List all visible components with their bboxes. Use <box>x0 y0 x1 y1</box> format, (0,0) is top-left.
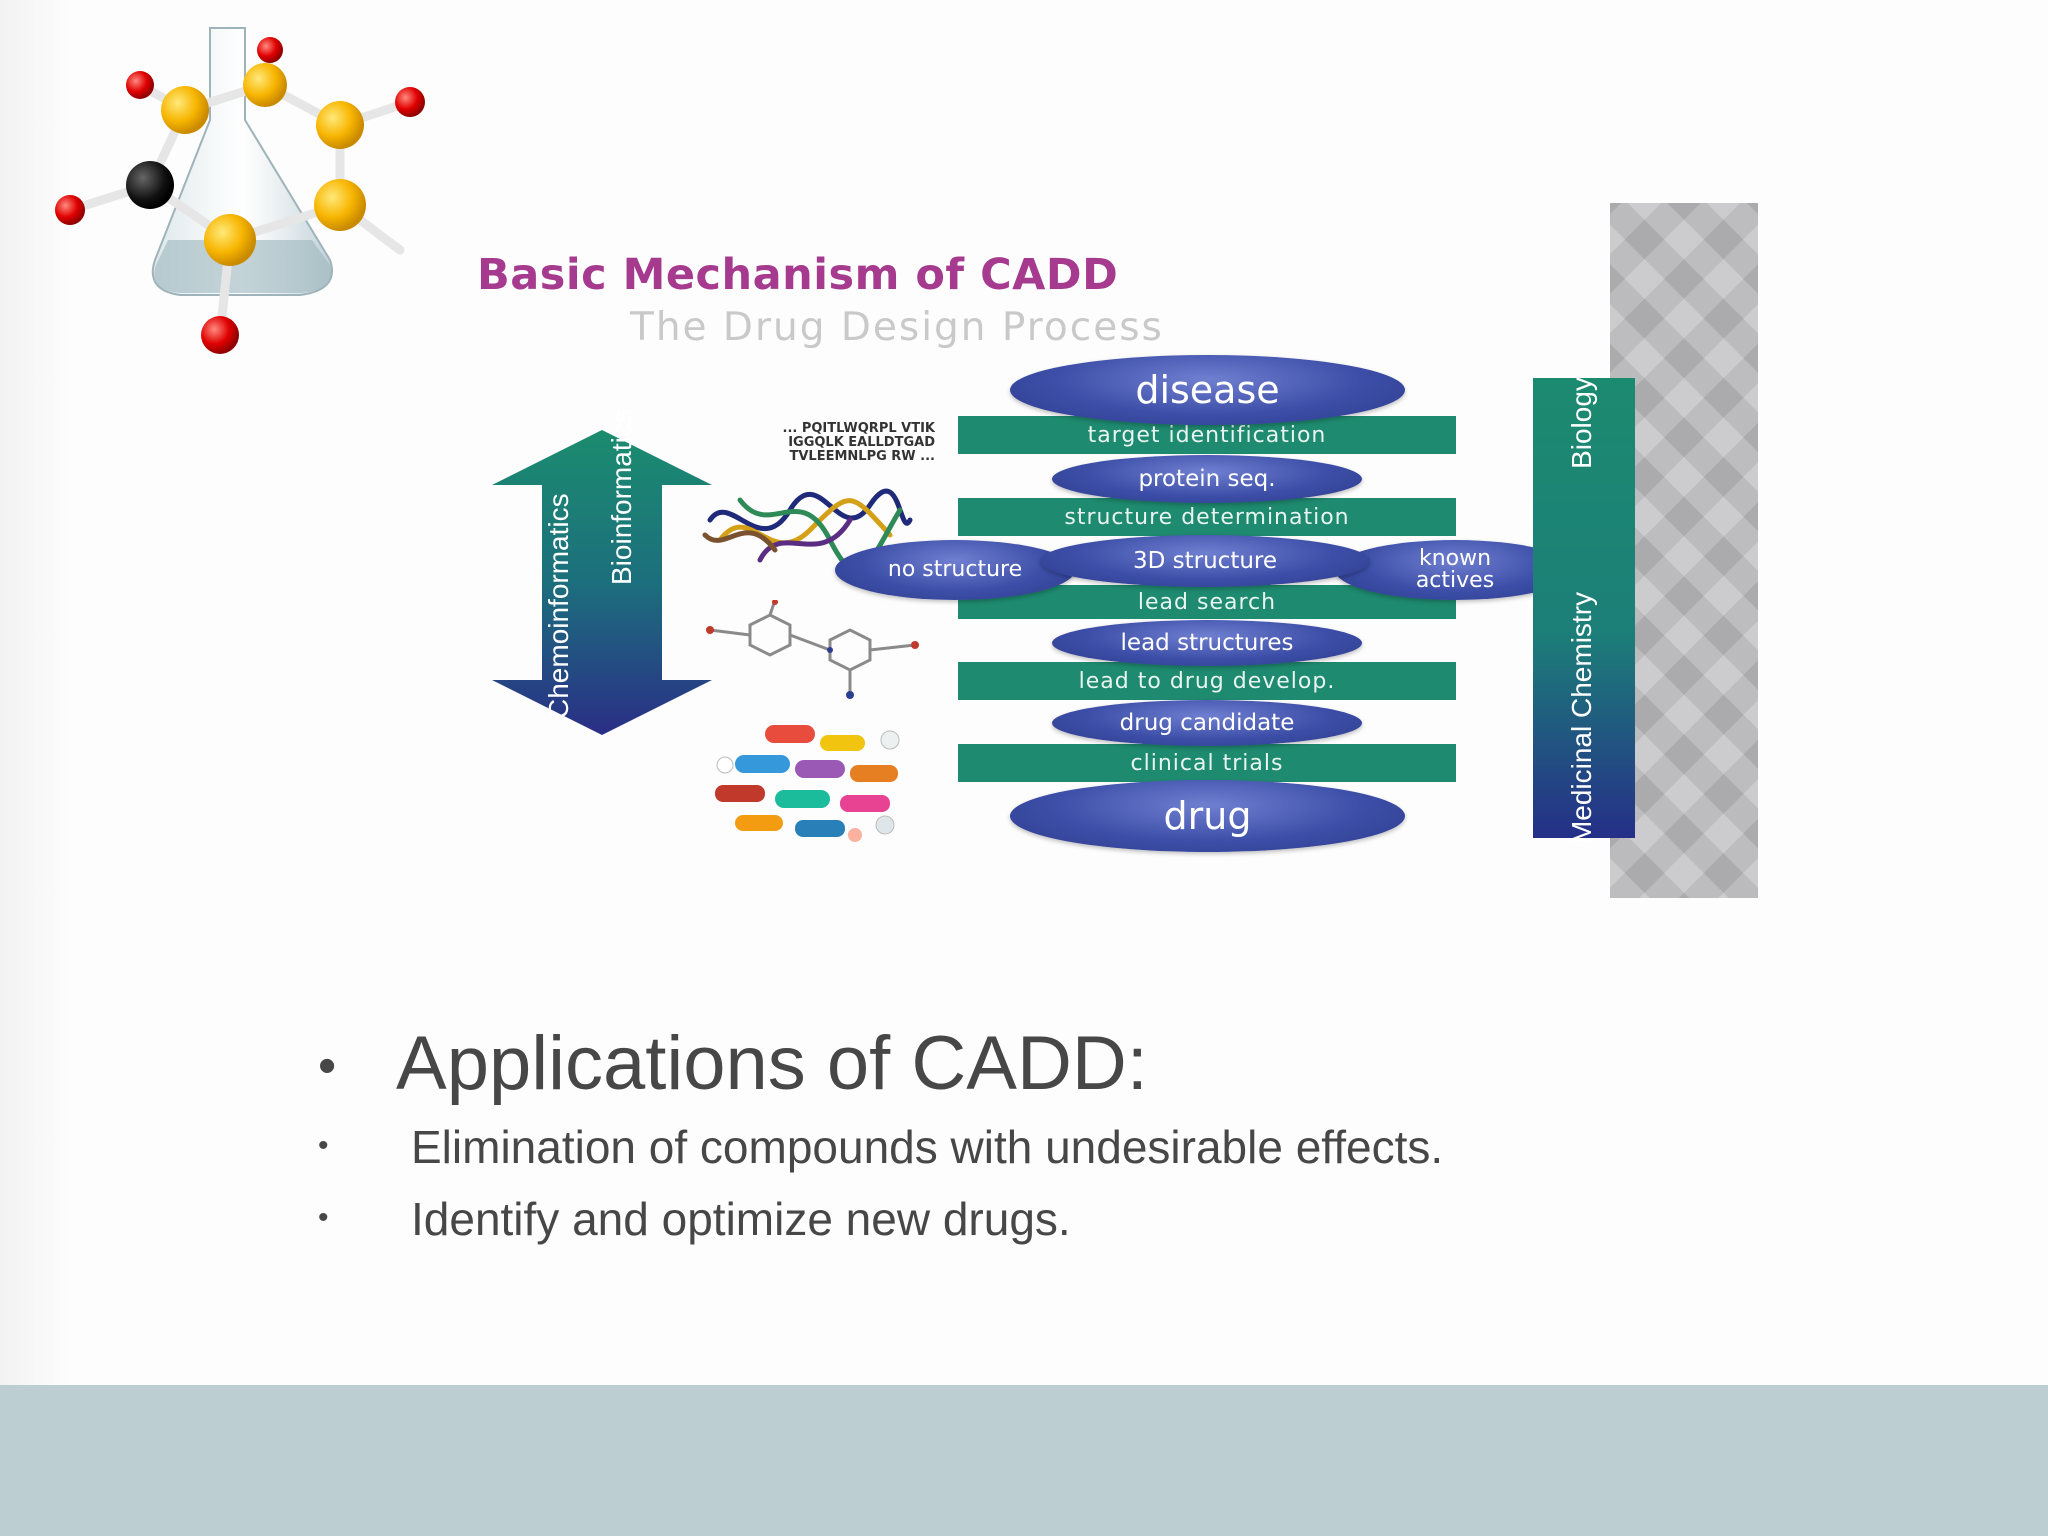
step-protein-seq: protein seq. <box>1052 455 1362 503</box>
pills-icon <box>715 725 900 842</box>
bioinformatics-label: Bioinformatics <box>606 409 637 585</box>
figure-subtitle: The Drug Design Process <box>630 305 1164 350</box>
protein-sequence-text: ... PQITLWQRPL VTIK IGGQLK EALLDTGAD TVL… <box>782 421 935 464</box>
step-disease: disease <box>1010 355 1405 425</box>
double-arrow-icon <box>492 430 712 735</box>
protein-structure-icon <box>702 488 913 573</box>
applications-heading: Applications of CADD: <box>396 1021 1148 1106</box>
footer-band <box>0 1385 2048 1536</box>
step-drug-candidate: drug candidate <box>1052 700 1362 746</box>
bullet-item-text: Elimination of compounds with undesirabl… <box>411 1121 1444 1173</box>
step-no-structure: no structure <box>835 540 1075 600</box>
cadd-figure: Basic Mechanism of CADD The Drug Design … <box>440 200 1760 900</box>
step-lead-to-drug: lead to drug develop. <box>958 662 1456 700</box>
bullet-dot: • <box>318 1037 337 1095</box>
medicinal-chemistry-label: Medicinal Chemistry <box>1566 591 1597 845</box>
step-drug: drug <box>1010 780 1405 852</box>
step-lead-structures: lead structures <box>1052 620 1362 666</box>
bullet-dot: • <box>318 1201 329 1234</box>
step-clinical-trials: clinical trials <box>958 744 1456 782</box>
chemical-structure-icon <box>706 600 919 699</box>
step-3d-structure: 3D structure <box>1040 535 1370 587</box>
biology-label: Biology <box>1566 377 1597 469</box>
molecule-flask-icon <box>55 27 425 354</box>
bullet-dot: • <box>318 1129 329 1162</box>
figure-title: Basic Mechanism of CADD <box>477 250 1119 300</box>
discipline-bar <box>1533 378 1635 838</box>
bullet-item-text: Identify and optimize new drugs. <box>411 1193 1071 1245</box>
chemoinformatics-label: Chemoinformatics <box>543 493 574 719</box>
step-structure-determination: structure determination <box>958 498 1456 536</box>
